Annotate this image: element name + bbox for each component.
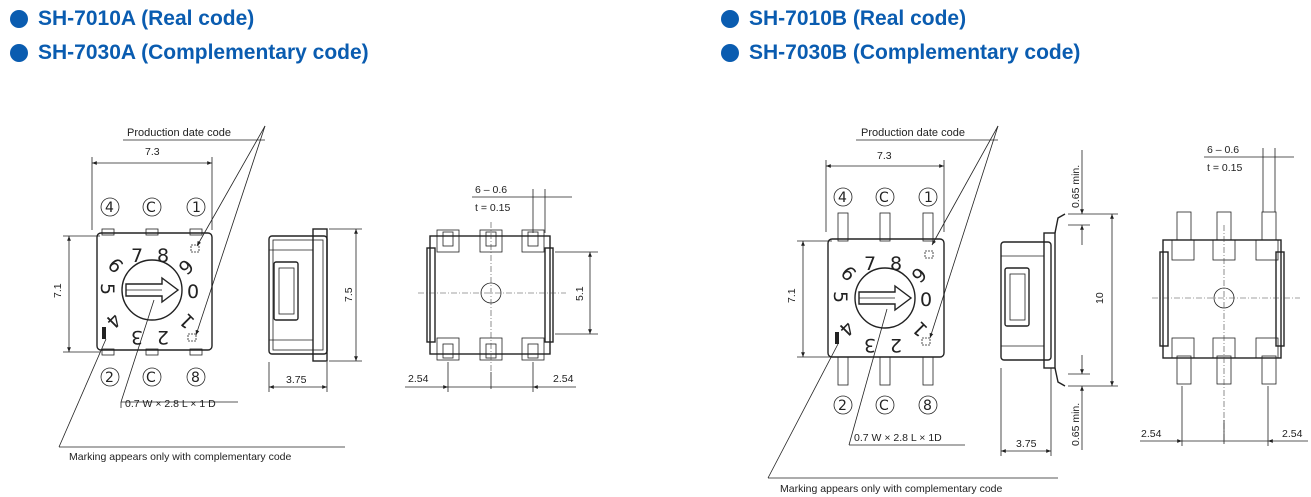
right-production-label: Production date code: [861, 127, 965, 139]
right-pin-c-top: C: [879, 190, 889, 206]
right-dim-height: 7.1: [786, 288, 798, 303]
right-dial-8: 8: [890, 253, 902, 275]
left-pin-8: 8: [191, 370, 200, 386]
left-dial-6: 6: [103, 254, 127, 278]
header-sh7030b-text: SH-7030B (Complementary code): [749, 41, 1081, 64]
left-dim-height: 7.1: [52, 283, 64, 298]
right-dial-1: 1: [908, 316, 932, 340]
bullet-icon: [10, 44, 28, 62]
right-dial-6: 6: [836, 262, 860, 286]
left-dim-pitch-right: 2.54: [553, 373, 574, 385]
right-dim-width: 7.3: [877, 150, 892, 162]
left-pin-1: 1: [192, 200, 201, 216]
left-slot-note: 0.7 W × 2.8 L × 1 D: [125, 398, 216, 410]
right-dim-min-top: 0.65 min.: [1070, 165, 1082, 208]
left-dim-side-depth: 3.75: [286, 374, 307, 386]
right-dim-pitch-left: 2.54: [1141, 428, 1162, 440]
right-thickness-label: t = 0.15: [1207, 162, 1242, 174]
right-pin-4: 4: [838, 190, 847, 206]
left-dial-3: 3: [131, 326, 143, 348]
header-sh7030a: SH-7030A (Complementary code): [10, 41, 369, 65]
left-pin-4: 4: [105, 200, 114, 216]
left-dim-width: 7.3: [145, 146, 160, 158]
right-pin-c-bottom: C: [879, 398, 889, 414]
right-pin-8: 8: [923, 398, 932, 414]
left-dim-side-height: 7.5: [343, 287, 355, 302]
right-side-view: 10 0.65 min. 0.65 min. 3.75: [1000, 150, 1118, 456]
left-dial-8: 8: [157, 245, 169, 267]
right-slot-note: 0.7 W × 2.8 L × 1D: [854, 432, 942, 444]
left-production-label: Production date code: [127, 127, 231, 139]
left-pitch-label: 6 – 0.6: [475, 184, 507, 196]
left-pin-c-top: C: [146, 200, 156, 216]
right-dial-5: 5: [829, 291, 851, 303]
bullet-icon: [721, 44, 739, 62]
left-pin-2: 2: [105, 370, 114, 386]
right-top-view: Production date code 7.3 7.1 4 C 1 0 1 2…: [767, 125, 1058, 495]
left-marking-note: Marking appears only with complementary …: [69, 451, 292, 463]
left-pin-c-bottom: C: [146, 370, 156, 386]
right-dial-0: 0: [920, 289, 932, 311]
left-bottom-view: 6 – 0.6 t = 0.15 5.1 2.54 2.54: [405, 184, 598, 392]
left-dim-pitch-left: 2.54: [408, 373, 429, 385]
left-top-view: Production date code 7.3 7.1 4 C 1 0 1 2…: [52, 125, 345, 463]
right-dial-2: 2: [890, 334, 902, 356]
right-dim-min-bottom: 0.65 min.: [1070, 403, 1082, 446]
bullet-icon: [10, 10, 28, 28]
header-sh7010b: SH-7010B (Real code): [721, 7, 966, 31]
right-bottom-view: 6 – 0.6 t = 0.15 2.54 2.54: [1140, 144, 1308, 446]
header-sh7010b-text: SH-7010B (Real code): [749, 7, 967, 30]
right-pin-1: 1: [924, 190, 933, 206]
header-sh7010a: SH-7010A (Real code): [10, 7, 254, 31]
header-sh7030b: SH-7030B (Complementary code): [721, 41, 1080, 65]
left-dial-2: 2: [157, 326, 169, 348]
left-side-view: 7.5 3.75: [268, 228, 362, 392]
left-dial-0: 0: [187, 281, 199, 303]
right-marking-note: Marking appears only with complementary …: [780, 483, 1003, 495]
right-dial-7: 7: [864, 253, 876, 275]
header-sh7010a-text: SH-7010A (Real code): [38, 7, 255, 30]
right-dim-side-height: 10: [1094, 292, 1106, 304]
right-dim-pitch-right: 2.54: [1282, 428, 1303, 440]
left-dial-1: 1: [175, 308, 199, 332]
left-dial-5: 5: [96, 283, 118, 295]
left-thickness-label: t = 0.15: [475, 202, 510, 214]
bullet-icon: [721, 10, 739, 28]
right-dial-3: 3: [864, 334, 876, 356]
left-dial-7: 7: [131, 245, 143, 267]
left-dim-pin-span: 5.1: [574, 286, 586, 301]
right-pin-2: 2: [838, 398, 847, 414]
right-dim-side-depth: 3.75: [1016, 438, 1037, 450]
right-pitch-label: 6 – 0.6: [1207, 144, 1239, 156]
header-sh7030a-text: SH-7030A (Complementary code): [38, 41, 369, 64]
